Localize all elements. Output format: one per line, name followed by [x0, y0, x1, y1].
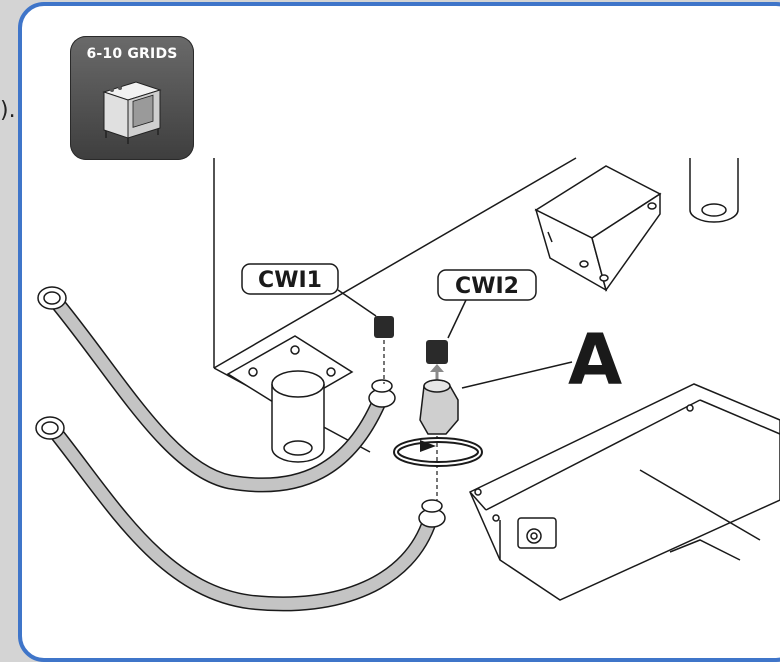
adapter-a-callout: A	[461, 319, 622, 401]
hose-1-nut	[37, 286, 67, 310]
side-panel	[534, 165, 662, 292]
vertical-pipe	[689, 158, 739, 223]
cwi1-callout: CWI1	[241, 263, 394, 384]
cwi2-filter	[426, 340, 448, 364]
badge-title: 6-10 GRIDS	[86, 46, 178, 62]
water-hose-1	[37, 286, 396, 493]
cwi1-label: CWI1	[258, 268, 322, 293]
hose-2-nut	[35, 416, 65, 440]
oven-body	[213, 157, 577, 453]
support-leg	[226, 335, 354, 463]
cwi2-callout: CWI2	[426, 269, 537, 384]
oven-icon	[102, 81, 162, 144]
adapter-a-label: A	[568, 319, 622, 401]
lower-panel	[469, 383, 780, 601]
hose-2-fitting	[418, 499, 446, 528]
grid-size-badge: 6-10 GRIDS	[70, 36, 194, 160]
installation-diagram: CWI1 CWI2 A	[35, 157, 780, 612]
cwi1-filter	[374, 316, 394, 338]
truncated-text: ).	[0, 98, 16, 123]
rotate-arrow-icon	[393, 437, 483, 467]
hose-1-fitting	[368, 379, 396, 408]
adapter-a	[419, 379, 459, 500]
cwi2-label: CWI2	[455, 274, 519, 299]
water-hose-2	[35, 416, 446, 612]
